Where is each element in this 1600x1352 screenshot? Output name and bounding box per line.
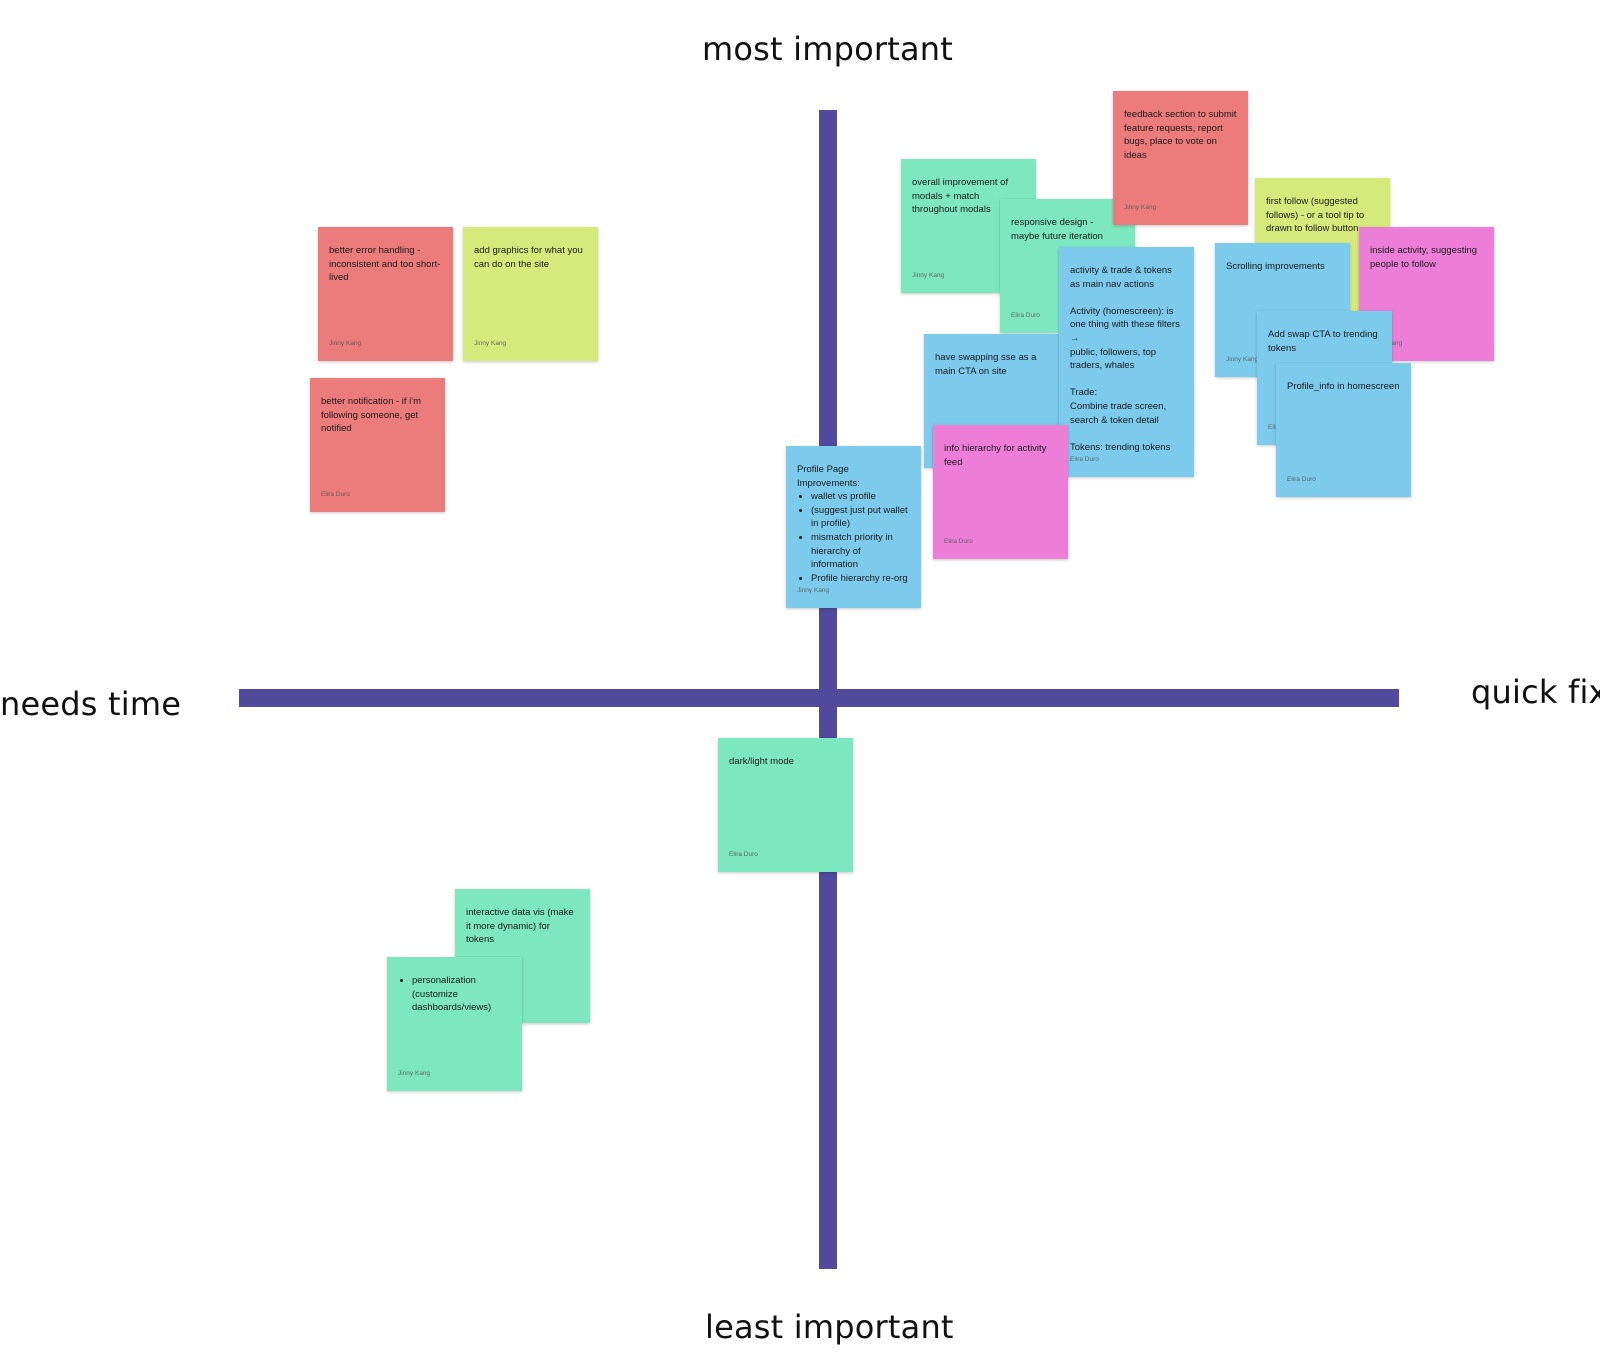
note-text: feedback section to submit feature reque… (1124, 109, 1237, 161)
note-bullet: Profile hierarchy re-org (811, 572, 910, 586)
sticky-note-error-handling[interactable]: better error handling - inconsistent and… (318, 227, 453, 361)
note-text: better notification - if i'm following s… (321, 396, 422, 435)
note-text: responsive design - maybe future iterati… (1011, 217, 1103, 242)
sticky-note-dark-mode[interactable]: dark/light mode Elira Duro (718, 738, 853, 872)
sticky-note-activity-trade[interactable]: activity & trade & tokens as main nav ac… (1059, 247, 1194, 477)
note-author: Jinny Kang (398, 1070, 431, 1078)
note-text: Profile_info in homescreen (1287, 381, 1400, 392)
note-author: Jinny Kang (329, 340, 362, 348)
sticky-note-personalization[interactable]: personalization (customize dashboards/vi… (387, 957, 522, 1091)
note-text: activity & trade & tokens as main nav ac… (1070, 265, 1180, 453)
note-text: Add swap CTA to trending tokens (1268, 329, 1378, 354)
sticky-note-info-hierarchy[interactable]: info hierarchy for activity feed Elira D… (933, 425, 1068, 559)
note-text: overall improvement of modals + match th… (912, 177, 1009, 216)
note-author: Elira Duro (1287, 476, 1316, 484)
note-author: Elira Duro (1011, 312, 1040, 320)
note-author: Jinny Kang (797, 587, 830, 595)
note-text: info hierarchy for activity feed (944, 443, 1047, 468)
axis-label-bottom: least important (705, 1308, 954, 1346)
note-text: interactive data vis (make it more dynam… (466, 907, 574, 946)
note-author: Jinny Kang (912, 272, 945, 280)
sticky-note-graphics[interactable]: add graphics for what you can do on the … (463, 227, 598, 361)
note-bullet-list: wallet vs profile (suggest just put wall… (797, 490, 910, 585)
note-text: better error handling - inconsistent and… (329, 245, 441, 284)
note-title: Profile Page Improvements: (797, 464, 860, 489)
note-text: Scrolling improvements (1226, 261, 1325, 272)
axis-label-left: needs time (0, 685, 182, 723)
note-bullet: personalization (customize dashboards/vi… (412, 974, 511, 1015)
note-bullet: (suggest just put wallet in profile) (811, 504, 910, 531)
note-bullet: wallet vs profile (811, 490, 910, 504)
axis-label-right: quick fix (1471, 673, 1600, 711)
note-author: Elira Duro (1070, 456, 1099, 464)
note-author: Elira Duro (729, 851, 758, 859)
note-author: Jinny Kang (474, 340, 507, 348)
note-author: Elira Duro (321, 491, 350, 499)
note-text: have swapping sse as a main CTA on site (935, 352, 1037, 377)
sticky-note-profile-info[interactable]: Profile_info in homescreen Elira Duro (1276, 363, 1411, 497)
note-text: first follow (suggested follows) - or a … (1266, 196, 1365, 235)
note-author: Jinny Kang (1226, 356, 1259, 364)
axis-label-top: most important (702, 30, 954, 68)
sticky-note-profile-page[interactable]: Profile Page Improvements: wallet vs pro… (786, 446, 921, 608)
sticky-note-notification[interactable]: better notification - if i'm following s… (310, 378, 445, 512)
note-text: add graphics for what you can do on the … (474, 245, 583, 270)
note-bullet-list: personalization (customize dashboards/vi… (398, 974, 511, 1015)
horizontal-axis (239, 689, 1399, 707)
note-author: Jinny Kang (1124, 204, 1157, 212)
note-bullet: mismatch priority in hierarchy of inform… (811, 531, 910, 572)
note-text: inside activity, suggesting people to fo… (1370, 245, 1478, 270)
note-text: dark/light mode (729, 756, 794, 767)
note-author: Elira Duro (944, 538, 973, 546)
sticky-note-feedback[interactable]: feedback section to submit feature reque… (1113, 91, 1248, 225)
